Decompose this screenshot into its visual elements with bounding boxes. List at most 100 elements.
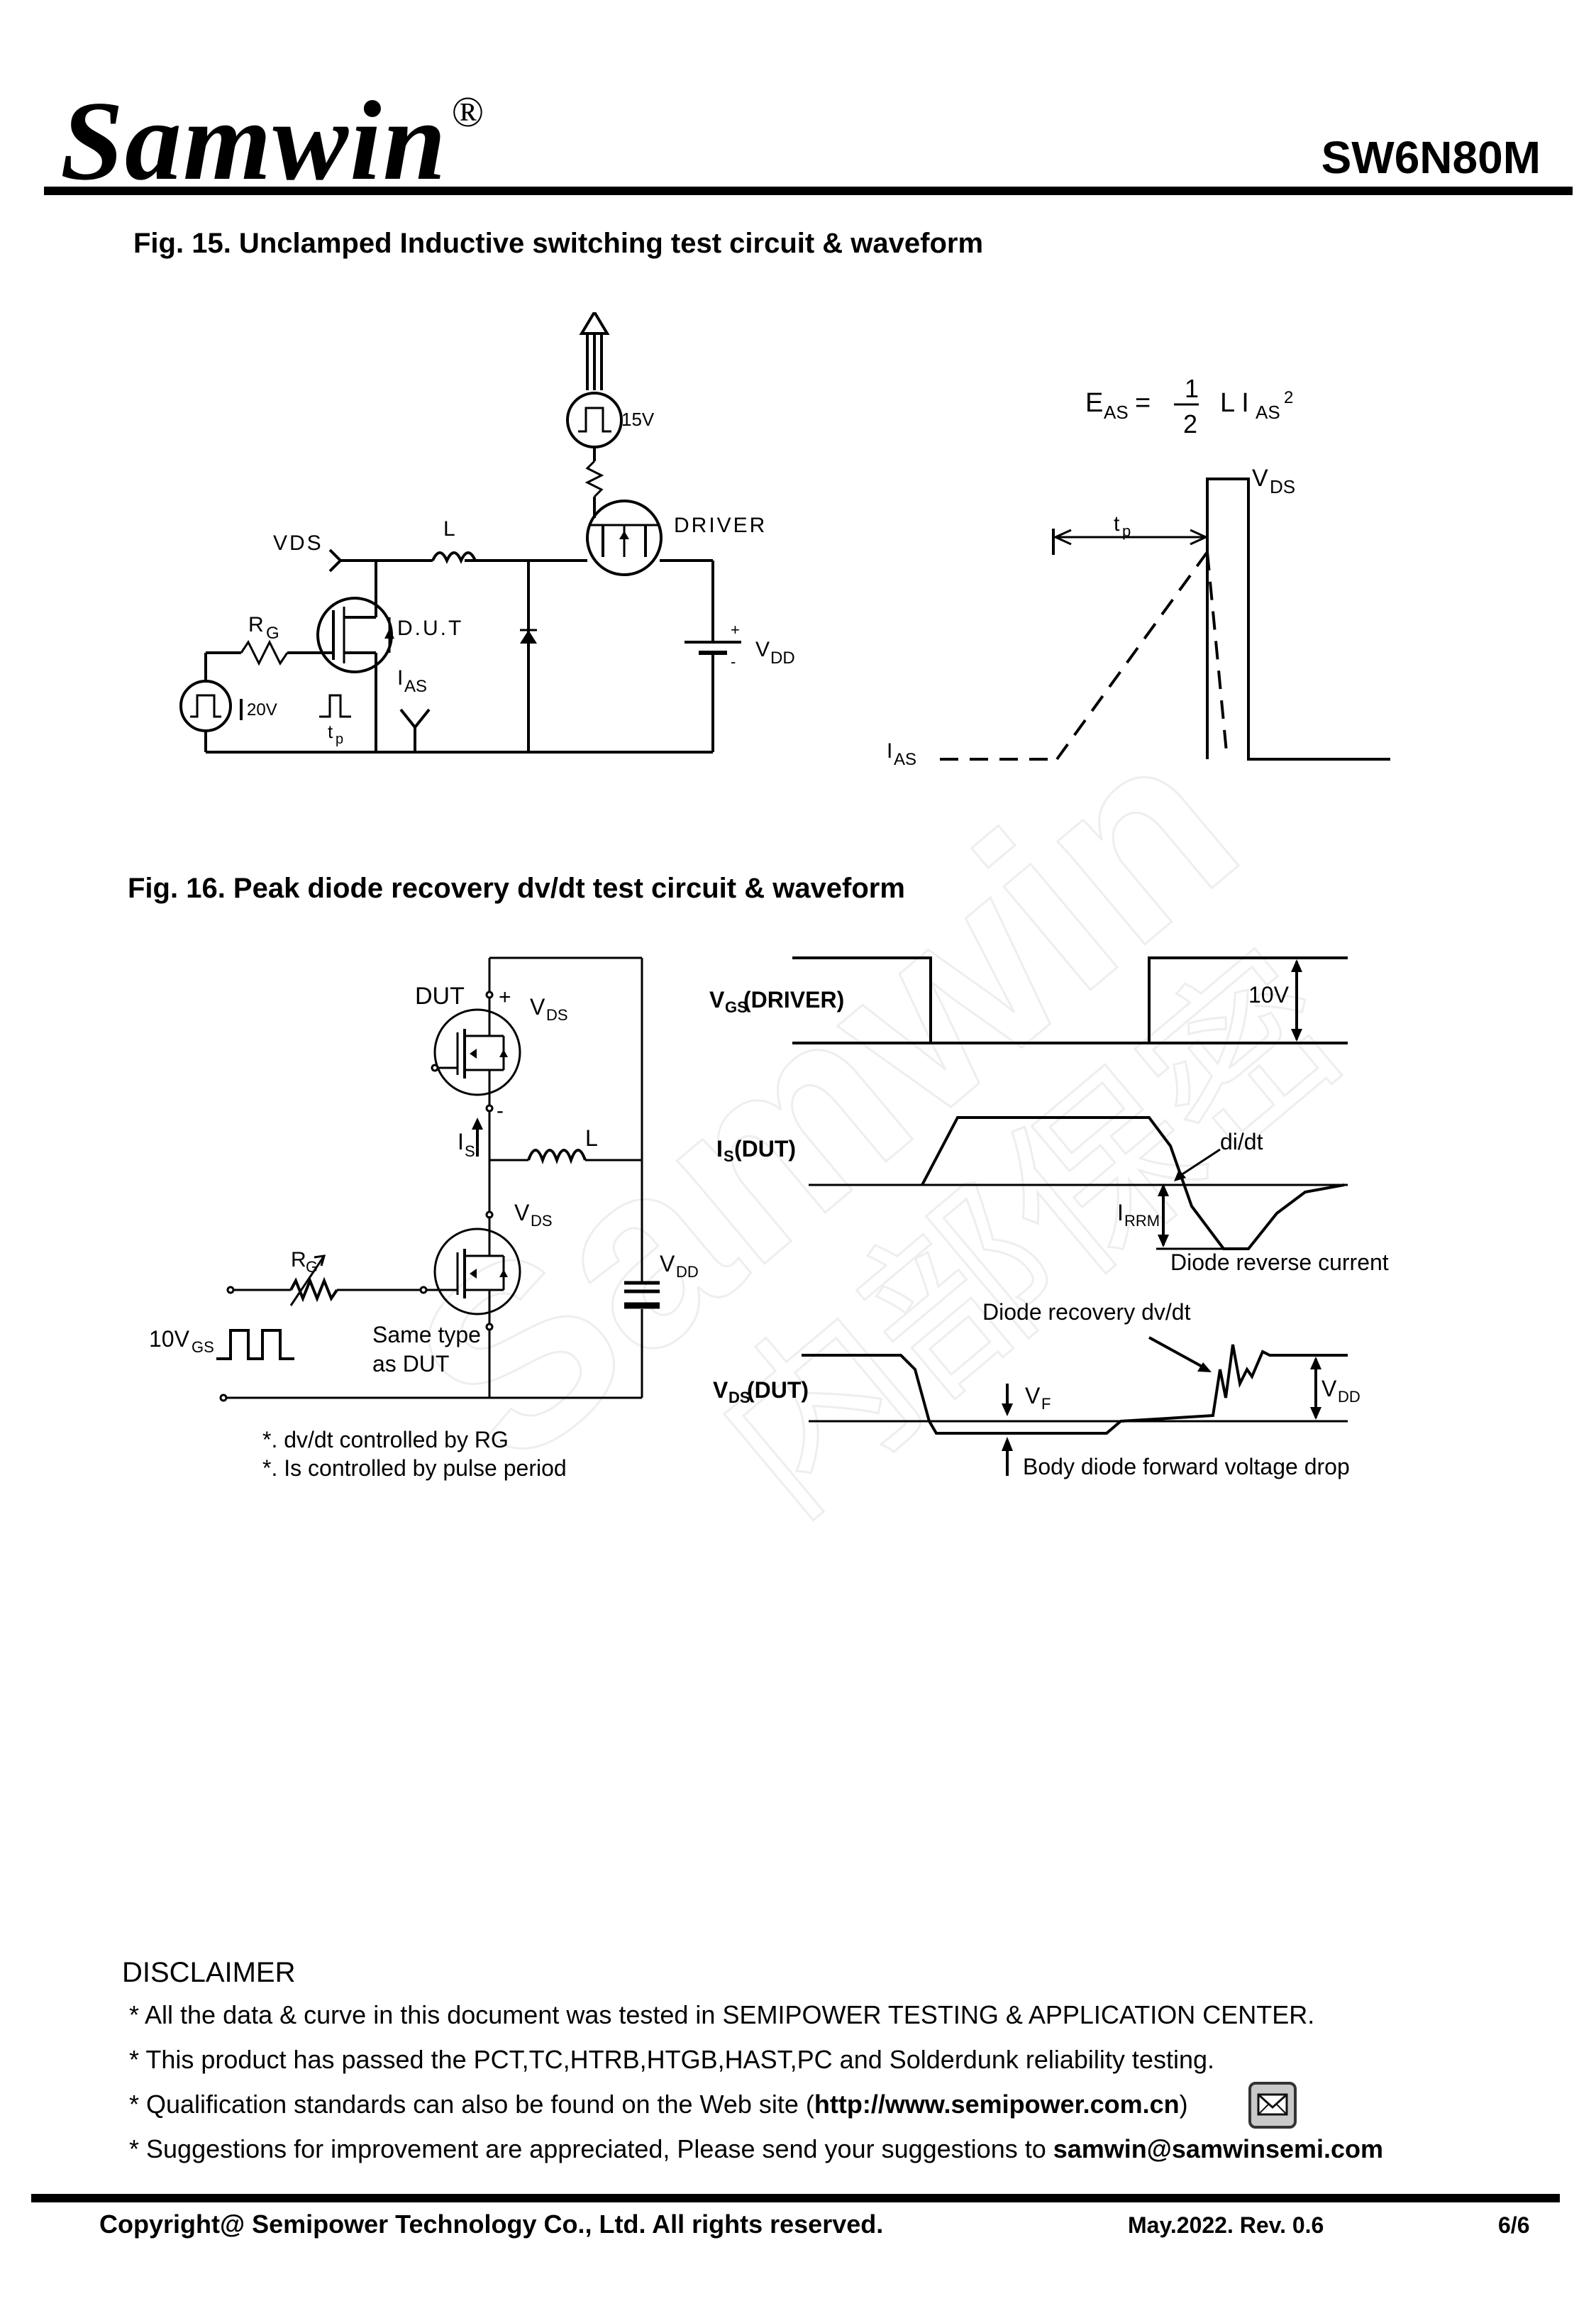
gate-tp-t-label: t <box>328 721 333 742</box>
ias-as-label: AS <box>404 677 427 696</box>
vdd-minus-label: - <box>731 653 736 671</box>
eas-formula: E AS = 1 2 L I AS 2 <box>1085 374 1293 438</box>
logo-text: Samwin <box>60 77 448 204</box>
dut-label: DUT <box>415 983 465 1010</box>
driver-circle <box>586 500 663 576</box>
wave-tp-t: t <box>1114 512 1120 536</box>
wave-tp-p: p <box>1122 522 1131 540</box>
wave-vgs-driver: (DRIVER) <box>743 987 844 1013</box>
part-number: SW6N80M <box>1321 132 1541 183</box>
lower-vds-v: V <box>514 1200 530 1225</box>
dut-circle <box>316 597 393 673</box>
wave-is-s: S <box>724 1147 734 1165</box>
wave-is-i: I <box>716 1136 723 1162</box>
vdd-dd: DD <box>676 1263 699 1281</box>
wave-vdd-dd: DD <box>1338 1388 1361 1406</box>
pulse-15v-label: 15V <box>621 409 655 430</box>
gate-tp-p-label: p <box>336 732 343 747</box>
lower-vds-ds: DS <box>531 1212 553 1230</box>
pulse-source-circle <box>566 392 623 448</box>
wave-vdd-v: V <box>1321 1376 1337 1401</box>
ias-i-label: I <box>397 666 403 690</box>
dut-vds-ds: DS <box>546 1006 568 1024</box>
dut-vds-v: V <box>530 994 545 1020</box>
rg-r-label: R <box>248 613 264 636</box>
wave-recovery: Diode recovery dv/dt <box>982 1299 1191 1325</box>
inductor-l-label: L <box>443 517 455 541</box>
samwin-email-link[interactable]: samwin@samwinsemi.com <box>1053 2134 1384 2163</box>
wave-ias-i: I <box>887 739 892 763</box>
gate-20v-label: 20V <box>247 700 277 719</box>
disclaimer-line-4: * Suggestions for improvement are apprec… <box>129 2136 1383 2162</box>
disclaimer-line-3-text: * Qualification standards can also be fo… <box>129 2090 814 2119</box>
lower-mosfet-circle <box>433 1228 521 1315</box>
disclaimer-line-1: * All the data & curve in this document … <box>129 2000 1315 2029</box>
dut-label: D.U.T <box>397 617 463 640</box>
note-1: *. dv/dt controlled by RG <box>262 1427 509 1452</box>
vdd-dd-label: DD <box>770 649 795 668</box>
rg-r: R <box>291 1248 306 1271</box>
driver-label: DRIVER <box>674 514 767 537</box>
rg-g-label: G <box>266 624 279 643</box>
wave-vgs-v: V <box>709 987 725 1013</box>
formula-eq: = <box>1135 388 1151 418</box>
vdd-v-label: V <box>755 638 770 661</box>
fig15-title: Fig. 15. Unclamped Inductive switching t… <box>133 228 984 259</box>
wave-vf-v: V <box>1025 1383 1041 1408</box>
is-s: S <box>465 1142 475 1160</box>
footer-copyright: Copyright@ Semipower Technology Co., Ltd… <box>99 2210 884 2239</box>
vds-label: VDS <box>273 531 323 555</box>
wave-irrm-i: I <box>1117 1200 1124 1225</box>
wave-vds-dut: (DUT) <box>747 1377 809 1403</box>
formula-num: 1 <box>1185 374 1199 403</box>
header-rule <box>44 187 1573 195</box>
envelope-icon[interactable] <box>1248 2082 1297 2129</box>
note-2: *. Is controlled by pulse period <box>262 1455 567 1481</box>
disclaimer-line-4-text: * Suggestions for improvement are apprec… <box>129 2134 1053 2163</box>
wave-vf-f: F <box>1041 1395 1051 1413</box>
dut-plus: + <box>499 986 511 1009</box>
disclaimer-line-3-close: ) <box>1179 2090 1188 2119</box>
registered-mark: ® <box>451 89 486 136</box>
inductor-l: L <box>585 1125 598 1151</box>
wave-vds-v: V <box>713 1377 728 1403</box>
dut-top-circle <box>433 1008 521 1096</box>
vgs-10: 10V <box>149 1326 190 1352</box>
same-type-2: as DUT <box>372 1351 449 1377</box>
wave-reverse-current: Diode reverse current <box>1170 1249 1389 1275</box>
envelope-icon-graphic <box>1257 2093 1288 2116</box>
formula-as2: AS <box>1256 402 1280 423</box>
wave-irrm-rrm: RRM <box>1124 1212 1160 1230</box>
wave-vds-ds: DS <box>728 1389 750 1406</box>
wave-ias-as: AS <box>894 750 916 769</box>
wave-is-dut: (DUT) <box>734 1136 796 1162</box>
rg-g: G <box>306 1258 318 1276</box>
fig15-waveform: E AS = 1 2 L I AS 2 V DS t p I AS <box>887 374 1390 769</box>
dut-minus: - <box>497 1099 504 1122</box>
footer-page-number: 6/6 <box>1498 2212 1530 2238</box>
vdd-plus-label: + <box>731 621 740 639</box>
wave-vds-v: V <box>1252 465 1268 492</box>
wave-10v: 10V <box>1248 982 1290 1008</box>
formula-den: 2 <box>1183 409 1197 438</box>
samwin-logo: Samwin® <box>60 84 485 197</box>
formula-li: L I <box>1220 388 1249 418</box>
footer-rule <box>31 2194 1560 2202</box>
wave-forward-drop: Body diode forward voltage drop <box>1023 1454 1350 1479</box>
formula-e: E <box>1085 388 1103 418</box>
gate-source-circle <box>179 680 232 732</box>
disclaimer-line-2: * This product has passed the PCT,TC,HTR… <box>129 2045 1214 2074</box>
disclaimer-line-3: * Qualification standards can also be fo… <box>129 2092 1188 2117</box>
formula-sq: 2 <box>1284 388 1293 407</box>
fig15-circuit: 15V DRIVER L VDS D.U.T R G 20V t p I AS <box>179 312 795 754</box>
fig16-waveform: V GS (DRIVER) 10V I S (DUT) di/dt I RRM … <box>709 956 1389 1479</box>
same-type-1: Same type <box>372 1322 481 1347</box>
vdd-v: V <box>660 1251 675 1276</box>
vgs-gs: GS <box>192 1338 214 1356</box>
semipower-website-link[interactable]: http://www.semipower.com.cn <box>814 2090 1180 2119</box>
wave-vgs-gs: GS <box>725 998 748 1016</box>
footer-revision: May.2022. Rev. 0.6 <box>1128 2212 1324 2238</box>
fig16-title: Fig. 16. Peak diode recovery dv/dt test … <box>128 873 905 904</box>
is-i: I <box>458 1129 464 1154</box>
disclaimer-title: DISCLAIMER <box>122 1957 296 1988</box>
